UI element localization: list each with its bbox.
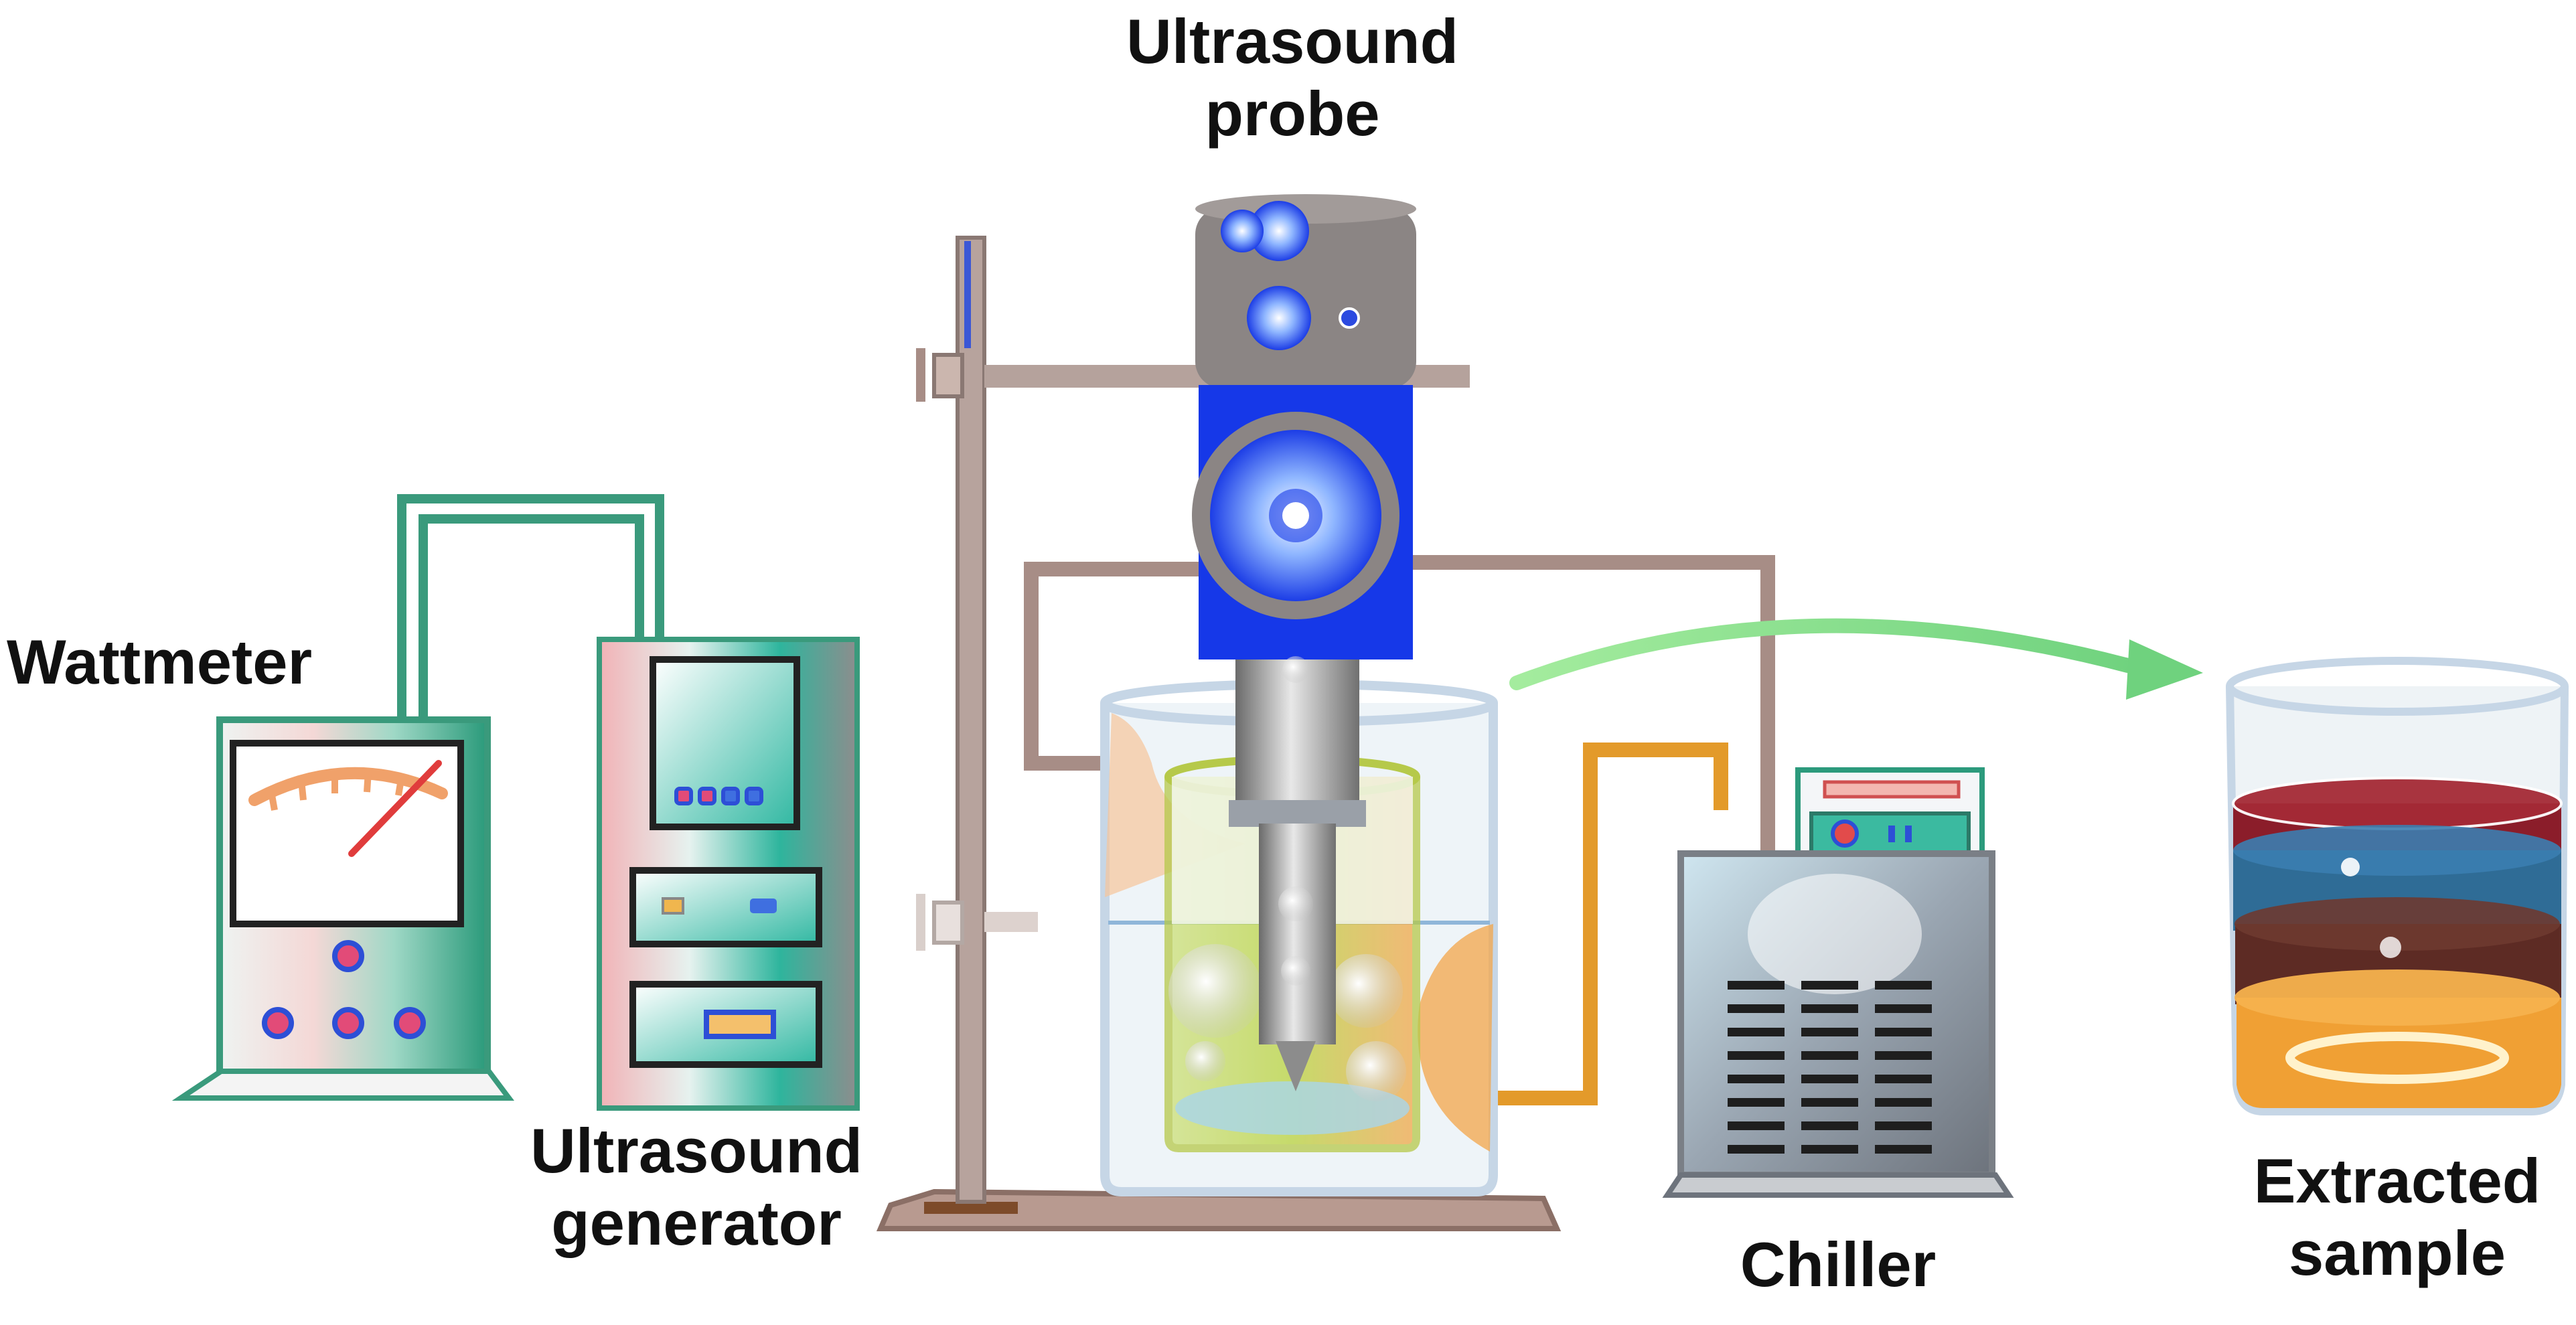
brown-tubing: [1024, 555, 1775, 854]
ultrasound-generator-icon: [597, 637, 860, 1111]
wattmeter-icon: [171, 716, 514, 1101]
wattmeter-knob: [262, 1007, 294, 1039]
extracted-sample-label-line-2: sample: [2289, 1218, 2506, 1288]
chiller-label-text: Chiller: [1740, 1229, 1937, 1300]
chiller-label: Chiller: [1714, 1229, 1962, 1301]
wattmeter-generator-cable: [397, 494, 664, 736]
extracted-sample-label-line-1: Extracted: [2253, 1146, 2541, 1216]
flow-arrow-icon: [1509, 618, 2203, 700]
orange-tubing: [1490, 743, 1728, 1105]
sample-beaker-icon: [2226, 657, 2569, 1115]
ultrasound-generator-label: Ultrasound generator: [509, 1115, 884, 1259]
ultrasound-probe-label: Ultrasound probe: [1105, 5, 1480, 150]
ultrasound-probe-icon: [1192, 194, 1416, 1091]
wattmeter-knob: [394, 1007, 426, 1039]
wattmeter-label-text: Wattmeter: [7, 627, 313, 697]
wattmeter-knob: [332, 940, 364, 972]
extracted-sample-label: Extracted sample: [2223, 1145, 2571, 1290]
chiller-icon: [1662, 767, 2014, 1198]
wattmeter-knob: [332, 1007, 364, 1039]
ultrasound-probe-label-line-1: Ultrasound: [1126, 6, 1459, 76]
ultrasound-probe-label-line-2: probe: [1205, 78, 1380, 149]
wattmeter-label: Wattmeter: [7, 626, 382, 698]
wattmeter-needle: [348, 760, 442, 857]
ultrasound-generator-label-line-1: Ultrasound: [530, 1115, 863, 1186]
ultrasound-generator-label-line-2: generator: [551, 1188, 842, 1258]
retort-stand-icon: [876, 236, 1562, 1231]
